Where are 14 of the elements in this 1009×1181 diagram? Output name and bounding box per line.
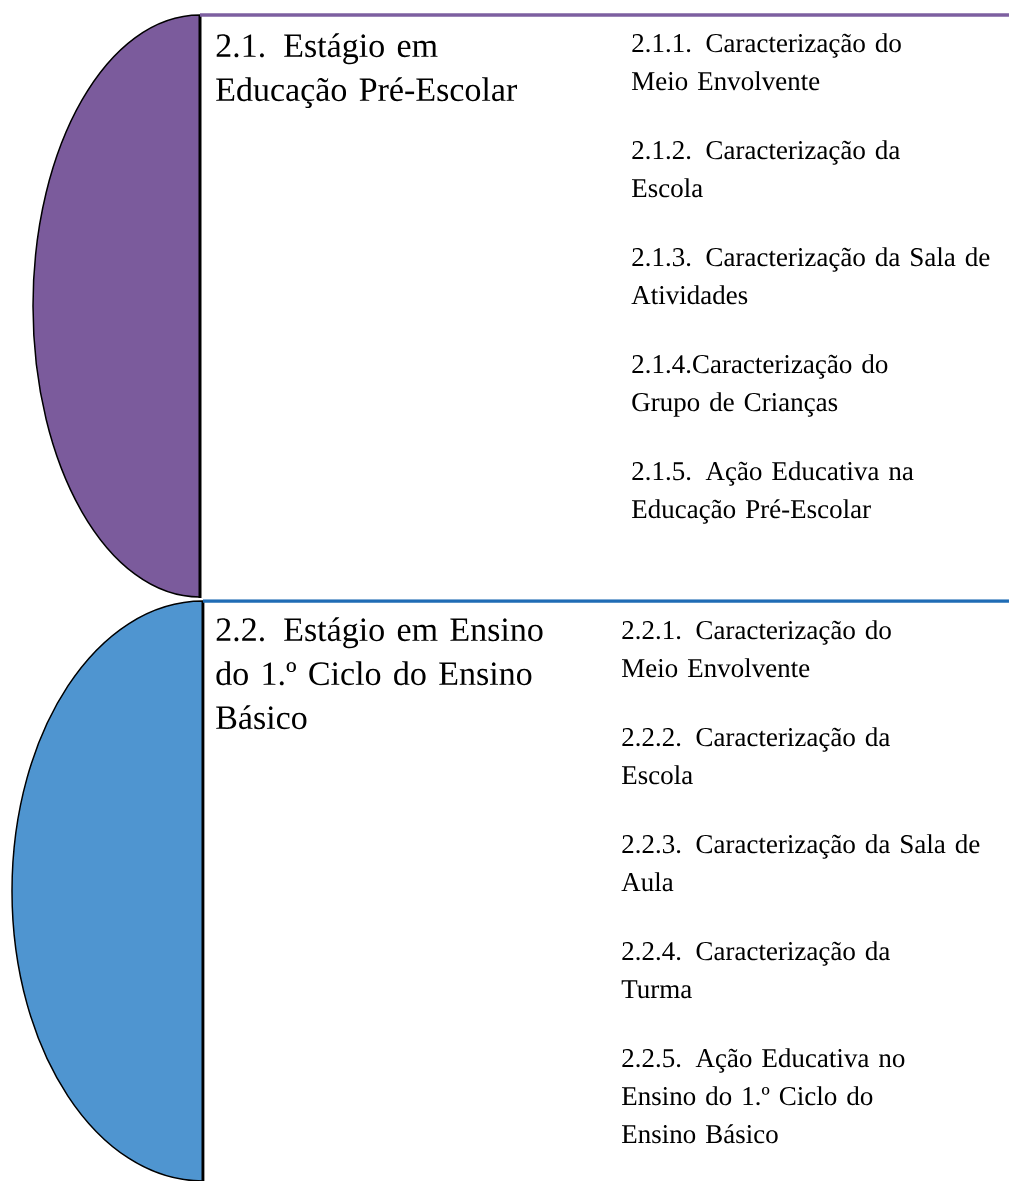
section-heading: 2.2. Estágio em Ensino do 1.º Ciclo do Ensino Básico <box>216 617 543 730</box>
subsection-item: 2.2.2. Caracterização da Escola <box>622 727 890 785</box>
subsection-item: 2.2.4. Caracterização da Turma <box>621 941 890 999</box>
section-heading: 2.1. Estágio em Educação Pré-Escolar <box>216 33 517 109</box>
section-panel <box>11 599 1009 1181</box>
section-panel <box>32 13 1009 598</box>
subsection-item: 2.2.3. Caracterização da Sala de Aula <box>621 834 980 892</box>
subsection-item: 2.1.1. Caracterização do Meio Envolvente <box>632 33 901 91</box>
subsection-item: 2.1.3. Caracterização da Sala de Atividades <box>631 247 990 305</box>
subsection-item: 2.2.1. Caracterização do Meio Envolvente <box>622 620 891 678</box>
subsection-item: 2.1.5. Ação Educativa na Educação Pré-Escolar <box>632 461 914 524</box>
subsection-item: 2.1.4.Caracterização do Grupo de Crianças <box>632 354 888 417</box>
subsection-item: 2.1.2. Caracterização da Escola <box>632 140 900 198</box>
subsection-item: 2.2.5. Ação Educativa no Ensino do 1.º Ciclo do Ensino Básico <box>622 1048 905 1144</box>
